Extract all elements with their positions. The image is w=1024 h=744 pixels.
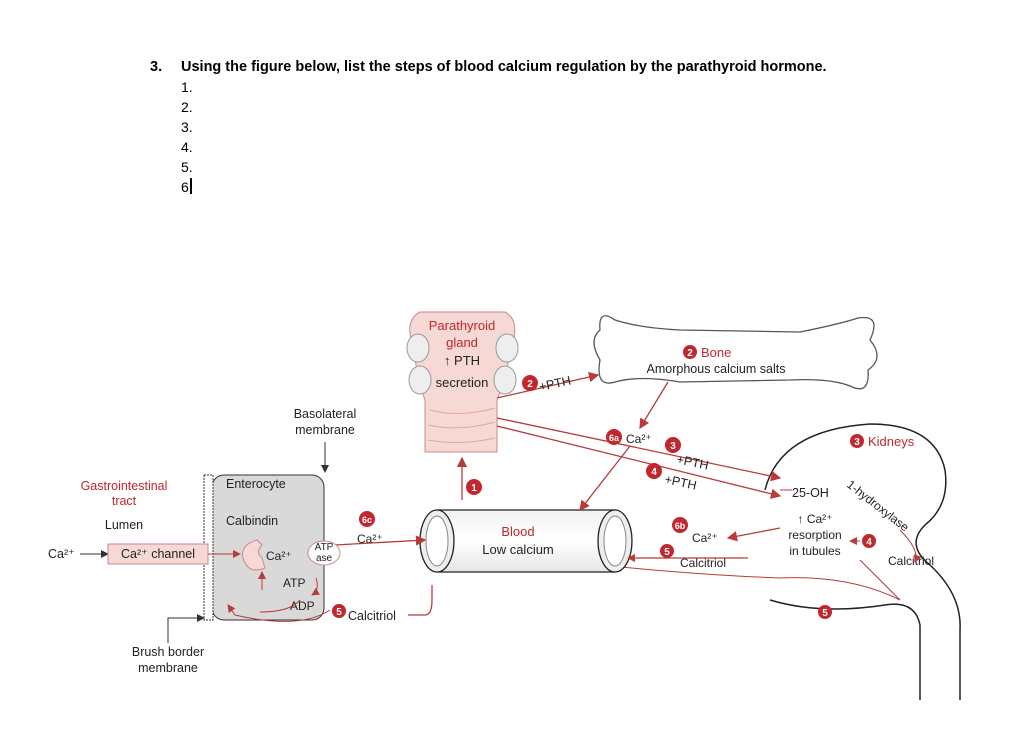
gi-tract: Gastrointestinal tract Lumen Ca²⁺ Ca²⁺ c… <box>48 407 356 675</box>
bone-title: Bone <box>701 345 731 360</box>
atpase-label-1: ATP <box>315 542 334 553</box>
blood-label-2: Low calcium <box>482 542 554 557</box>
ca-in-label: Ca²⁺ <box>48 547 75 561</box>
answer-item-6[interactable]: 6 <box>181 177 870 197</box>
bone-badge-num: 2 <box>687 348 693 359</box>
answer-item-6-text: 6 <box>181 179 189 195</box>
kidneys-badge-4 <box>862 534 876 548</box>
question-number: 3. <box>150 59 163 75</box>
parathyroid-gland: Parathyroid gland ↑ PTH secretion <box>406 311 519 453</box>
badge-1 <box>466 479 482 495</box>
kidneys-badge-num: 3 <box>854 437 860 448</box>
kidneys-badge-5 <box>818 605 832 619</box>
kidneys-calcitriol: Calcitriol <box>888 554 934 568</box>
parathyroid-label-2: gland <box>446 335 478 350</box>
lumen-label: Lumen <box>105 518 143 532</box>
badge-4-label: +PTH <box>663 472 698 492</box>
bone-badge <box>683 345 697 359</box>
kidneys-resorption-2: resorption <box>788 528 841 542</box>
bone: 2 Bone Amorphous calcium salts <box>593 315 878 390</box>
enterocyte-ca: Ca²⁺ <box>266 549 292 563</box>
parathyroid-label-1: Parathyroid <box>429 318 495 333</box>
kidneys-25oh: 25-OH <box>792 486 829 500</box>
parathyroid-label-3: ↑ PTH <box>444 353 480 368</box>
kidneys-badge-4-num: 4 <box>866 537 872 548</box>
basolateral-label-1: Basolateral <box>294 407 357 421</box>
answer-list[interactable]: 1. 2. 3. 4. 5. 6 <box>181 77 870 197</box>
badge-6b-num: 6b <box>675 521 686 531</box>
badge-6c <box>359 511 375 527</box>
badge-6c-label: Ca²⁺ <box>357 532 383 546</box>
badge-5-gut-num: 5 <box>336 607 342 618</box>
answer-item-3[interactable]: 3. <box>181 119 193 135</box>
badge-6a-num: 6a <box>609 433 620 443</box>
answer-item-5[interactable]: 5. <box>181 159 193 175</box>
answer-item-1[interactable]: 1. <box>181 79 193 95</box>
kidneys-badge <box>850 434 864 448</box>
question-text: Using the figure below, list the steps o… <box>181 59 827 75</box>
text-cursor <box>189 178 192 194</box>
badge-3-label: +PTH <box>675 452 710 472</box>
atp-label: ATP <box>283 576 305 590</box>
pathway-arrows <box>334 371 782 616</box>
badge-5-calcitriol: Calcitriol <box>680 556 726 570</box>
enterocyte-cell: Enterocyte Calbindin Ca²⁺ ATP ase ATP AD… <box>203 474 341 622</box>
badge-1-num: 1 <box>471 483 477 494</box>
channel-label: Ca²⁺ channel <box>121 547 195 561</box>
kidneys-resorption-1: ↑ Ca²⁺ <box>797 512 832 526</box>
badge-3-num: 3 <box>670 441 676 452</box>
calcium-regulation-diagram: Parathyroid gland ↑ PTH secretion 2 Bone… <box>48 311 961 700</box>
adp-label: ADP <box>290 599 315 613</box>
atpase-label-2: ase <box>316 553 333 564</box>
gi-title-1: Gastrointestinal <box>81 479 168 493</box>
badge-5-gut <box>332 604 346 618</box>
badge-6b <box>672 517 688 533</box>
blood-vessel: Blood Low calcium <box>419 509 633 573</box>
badge-6c-num: 6c <box>362 515 372 525</box>
gi-title-2: tract <box>112 494 137 508</box>
calbindin-label: Calbindin <box>226 514 278 528</box>
badge-3 <box>665 437 681 453</box>
answer-item-2[interactable]: 2. <box>181 99 193 115</box>
brush-border-label-1: Brush border <box>132 645 204 659</box>
badge-5-num: 5 <box>664 547 670 558</box>
blood-label-1: Blood <box>501 524 534 539</box>
pathway-badges: 1 2 +PTH 6a Ca²⁺ 3 +PTH 4 +PTH 6b Ca²⁺ 5… <box>332 374 726 623</box>
kidneys-badge-5-num: 5 <box>822 608 828 619</box>
enterocyte-title: Enterocyte <box>226 477 286 491</box>
answer-item-4[interactable]: 4. <box>181 139 193 155</box>
brush-border-label-2: membrane <box>138 661 198 675</box>
badge-2-num: 2 <box>527 379 533 390</box>
badge-5-gut-calcitriol: Calcitriol <box>348 609 396 623</box>
question-block: 3. Using the figure below, list the step… <box>150 57 870 197</box>
badge-6a <box>606 429 622 445</box>
badge-6b-label: Ca²⁺ <box>692 531 718 545</box>
badge-6a-label: Ca²⁺ <box>626 432 652 446</box>
bone-subtitle: Amorphous calcium salts <box>647 362 786 376</box>
basolateral-label-2: membrane <box>295 423 355 437</box>
badge-2 <box>522 375 538 391</box>
badge-2-label: +PTH <box>538 374 573 394</box>
kidneys-title: Kidneys <box>868 434 915 449</box>
badge-4 <box>646 463 662 479</box>
kidneys-enzyme: 1-hydroxylase <box>844 477 912 534</box>
parathyroid-label-4: secretion <box>436 375 489 390</box>
badge-4-num: 4 <box>651 467 657 478</box>
badge-5 <box>660 544 674 558</box>
kidneys-resorption-3: in tubules <box>789 544 840 558</box>
